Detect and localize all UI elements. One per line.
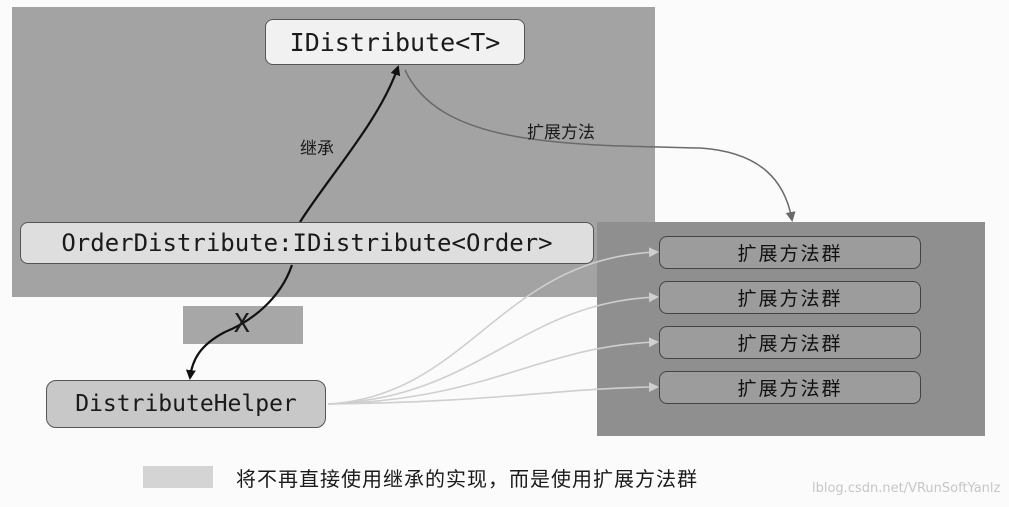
figure-caption: 将不再直接使用继承的实现，而是使用扩展方法群 [236, 467, 698, 491]
idistribute-node: IDistribute<T> [265, 19, 525, 65]
extension-method-label: 扩展方法 [527, 123, 595, 143]
extension-method-group-item: 扩展方法群 [659, 236, 921, 269]
helper-to-ext-2 [327, 292, 659, 405]
helper-to-ext-1 [327, 247, 659, 405]
extension-method-group-item: 扩展方法群 [659, 281, 921, 314]
extension-method-group-item: 扩展方法群 [659, 371, 921, 404]
distribute-helper-node: DistributeHelper [46, 380, 326, 428]
helper-to-ext-3 [327, 337, 659, 405]
inherit-arrow [299, 65, 401, 223]
inherit-label: 继承 [300, 139, 334, 159]
extension-method-group-item: 扩展方法群 [659, 326, 921, 359]
watermark: lblog.csdn.net/VRunSoftYanlz [812, 481, 1001, 496]
extension-method-arrow [404, 69, 796, 222]
x-mark-label: X [234, 309, 250, 339]
order-distribute-node: OrderDistribute:IDistribute<Order> [20, 222, 594, 264]
helper-to-ext-4 [327, 382, 659, 405]
figure-number-blurred [143, 466, 213, 488]
removed-inherit-arrow [185, 264, 294, 380]
x-mark-band [183, 306, 303, 344]
